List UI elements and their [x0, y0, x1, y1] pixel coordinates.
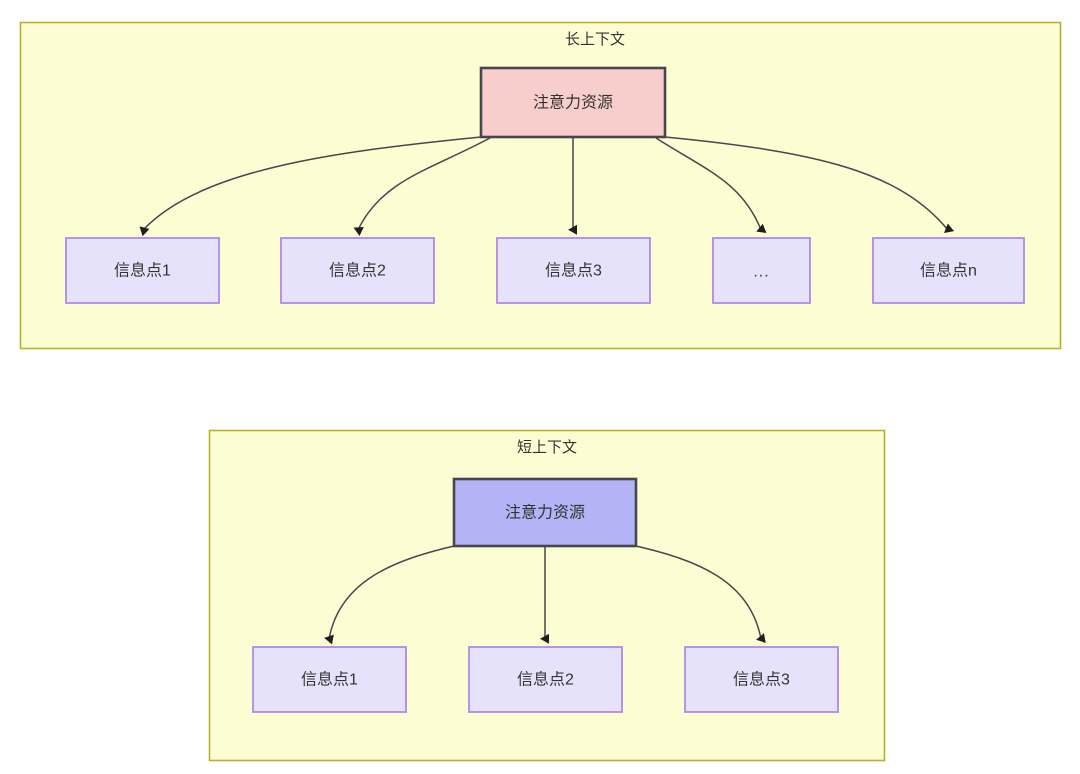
edge-root-to-info1	[324, 545, 455, 645]
edge-root-to-info2	[353, 137, 491, 237]
edges-long-context	[139, 136, 955, 237]
panel-title-long-context: 长上下文	[565, 31, 625, 48]
node-label: 信息点3	[545, 262, 602, 280]
node-label: 信息点1	[301, 671, 358, 689]
node-attention-resource-short[interactable]: 注意力资源	[452, 477, 638, 548]
panel-long-context: 长上下文 注意力资源 信息点1 信息点2	[19, 21, 1062, 350]
node-ellipsis-long[interactable]: ...	[712, 237, 811, 304]
panel-short-context: 短上下文 注意力资源 信息点1 信息点2	[208, 429, 886, 762]
node-label: 信息点n	[920, 262, 977, 280]
node-box[interactable]	[684, 646, 839, 713]
edge-root-to-infon	[664, 136, 955, 234]
node-box[interactable]	[280, 237, 435, 304]
node-info-1-long[interactable]: 信息点1	[65, 237, 220, 304]
node-info-3-long[interactable]: 信息点3	[496, 237, 651, 304]
node-box[interactable]	[479, 66, 667, 139]
node-box[interactable]	[712, 237, 811, 304]
node-label: 信息点1	[114, 262, 171, 280]
node-label: 信息点3	[733, 671, 790, 689]
node-box[interactable]	[496, 237, 651, 304]
panel-title-short-context: 短上下文	[517, 439, 577, 456]
edges-short-context	[324, 545, 766, 645]
node-label: ...	[753, 264, 769, 281]
node-info-2-short[interactable]: 信息点2	[468, 646, 623, 713]
node-label: 注意力资源	[505, 503, 585, 522]
node-info-1-short[interactable]: 信息点1	[252, 646, 407, 713]
node-attention-resource-long[interactable]: 注意力资源	[479, 66, 667, 139]
node-box[interactable]	[452, 477, 638, 548]
node-label: 信息点2	[517, 671, 574, 689]
edge-root-to-ellipsis	[655, 137, 767, 233]
edge-root-to-info3	[635, 545, 766, 643]
node-box[interactable]	[872, 237, 1025, 304]
edge-root-to-info1	[139, 136, 482, 237]
node-label: 注意力资源	[533, 93, 613, 112]
node-box[interactable]	[252, 646, 407, 713]
node-label: 信息点2	[329, 262, 386, 280]
node-info-3-short[interactable]: 信息点3	[684, 646, 839, 713]
node-info-n-long[interactable]: 信息点n	[872, 237, 1025, 304]
node-box[interactable]	[468, 646, 623, 713]
node-box[interactable]	[65, 237, 220, 304]
node-info-2-long[interactable]: 信息点2	[280, 237, 435, 304]
